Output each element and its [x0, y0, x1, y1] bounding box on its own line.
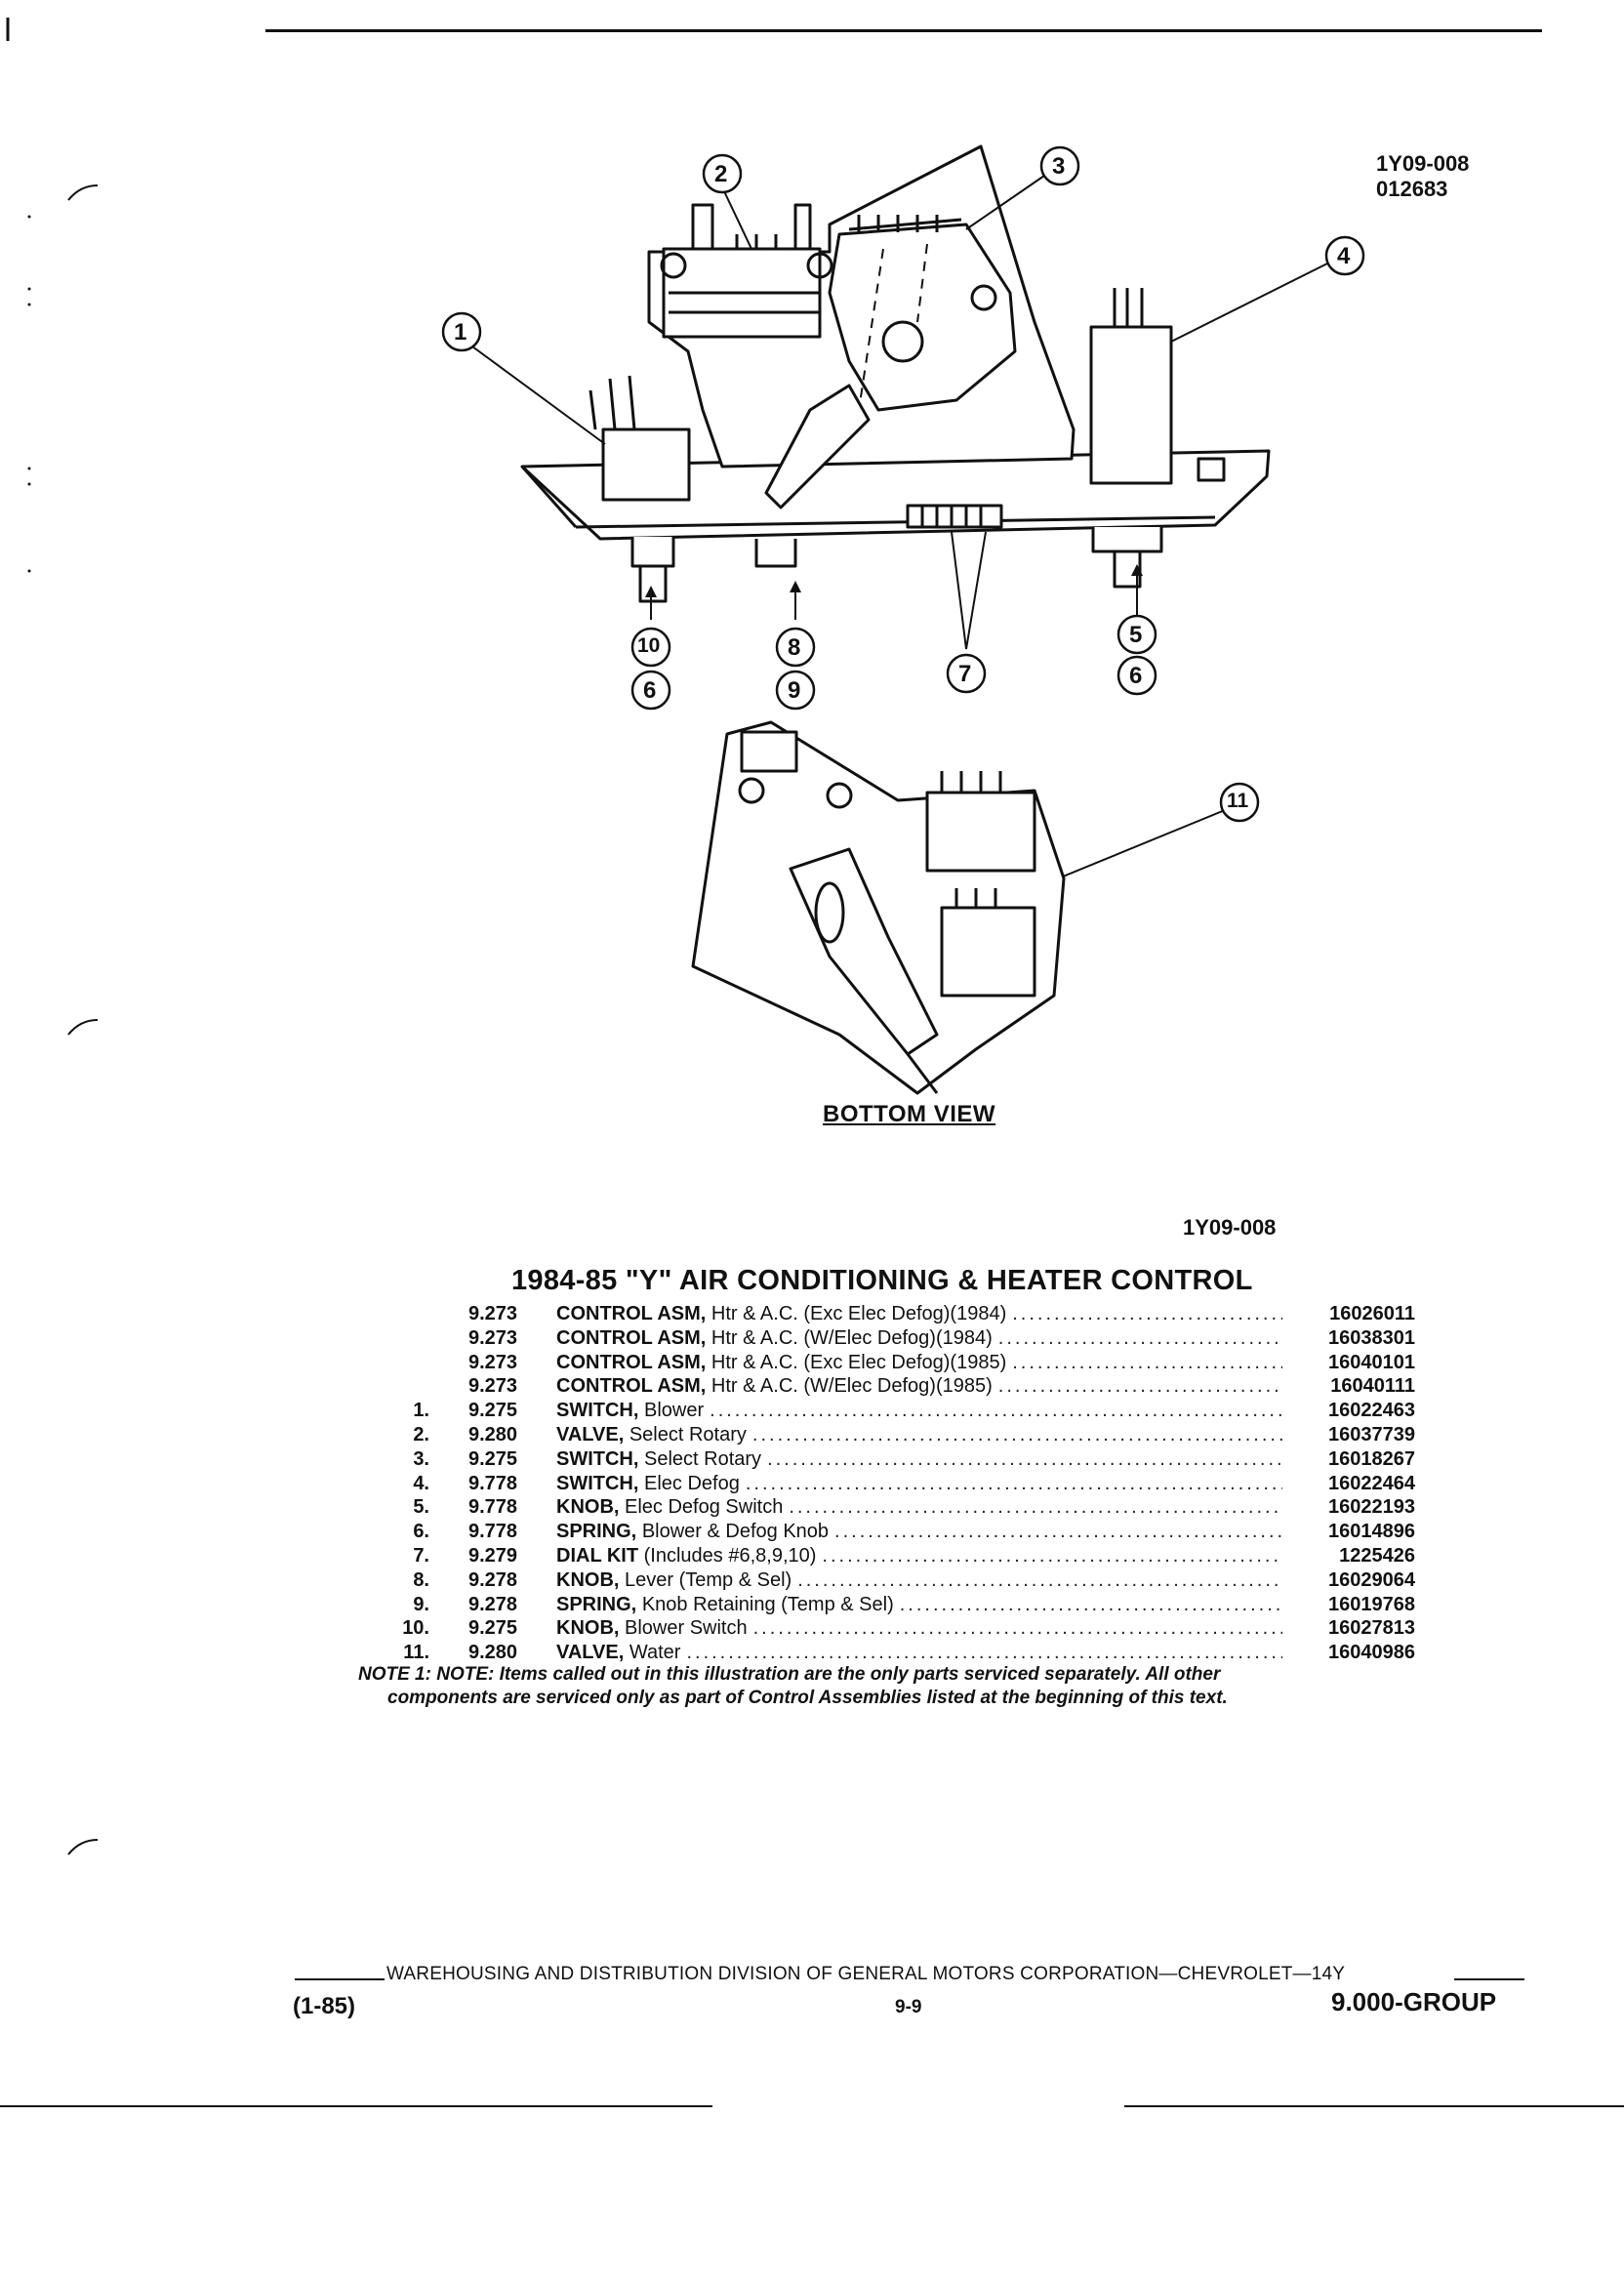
callout-1: 1 — [454, 319, 467, 346]
callout-7: 7 — [958, 661, 972, 687]
callout-2: 2 — [714, 161, 728, 187]
ref-code-1: 1Y09-008 — [1376, 151, 1470, 176]
callout-9: 9 — [788, 677, 801, 704]
figure-code: 1Y09-008 — [1183, 1215, 1277, 1240]
top-rule — [265, 29, 1542, 32]
note-line-2: components are serviced only as part of … — [387, 1688, 1228, 1708]
callout-5: 5 — [1129, 622, 1143, 648]
control-assembly-illustration — [441, 144, 1365, 1095]
callout-6-right: 6 — [1129, 663, 1143, 689]
footer-division: WAREHOUSING AND DISTRIBUTION DIVISION OF… — [386, 1964, 1346, 1984]
bottom-rule-right — [1124, 2105, 1624, 2107]
footer-date: (1-85) — [293, 1993, 356, 2019]
catalog-title: 1984-85 "Y" AIR CONDITIONING & HEATER CO… — [511, 1265, 1253, 1296]
note-line-1: NOTE 1: NOTE: Items called out in this i… — [358, 1664, 1221, 1685]
bottom-view-label: BOTTOM VIEW — [823, 1101, 996, 1127]
callout-3: 3 — [1052, 153, 1066, 180]
margin-marks — [6, 18, 99, 1855]
footer-rule-right — [1454, 1978, 1524, 1980]
bottom-rule-left — [0, 2105, 712, 2107]
callout-11: 11 — [1227, 790, 1249, 812]
footer-group: 9.000-GROUP — [1331, 1987, 1497, 2016]
ref-code-2: 012683 — [1376, 177, 1448, 201]
callout-8: 8 — [788, 634, 801, 661]
footer-rule-left — [295, 1978, 385, 1980]
callout-6-left: 6 — [643, 677, 657, 704]
callout-4: 4 — [1337, 243, 1351, 269]
footer-page-number: 9-9 — [895, 1997, 922, 2017]
callout-10: 10 — [637, 634, 661, 657]
catalog-note: NOTE 1: NOTE: Items called out in this i… — [358, 1663, 1432, 1710]
